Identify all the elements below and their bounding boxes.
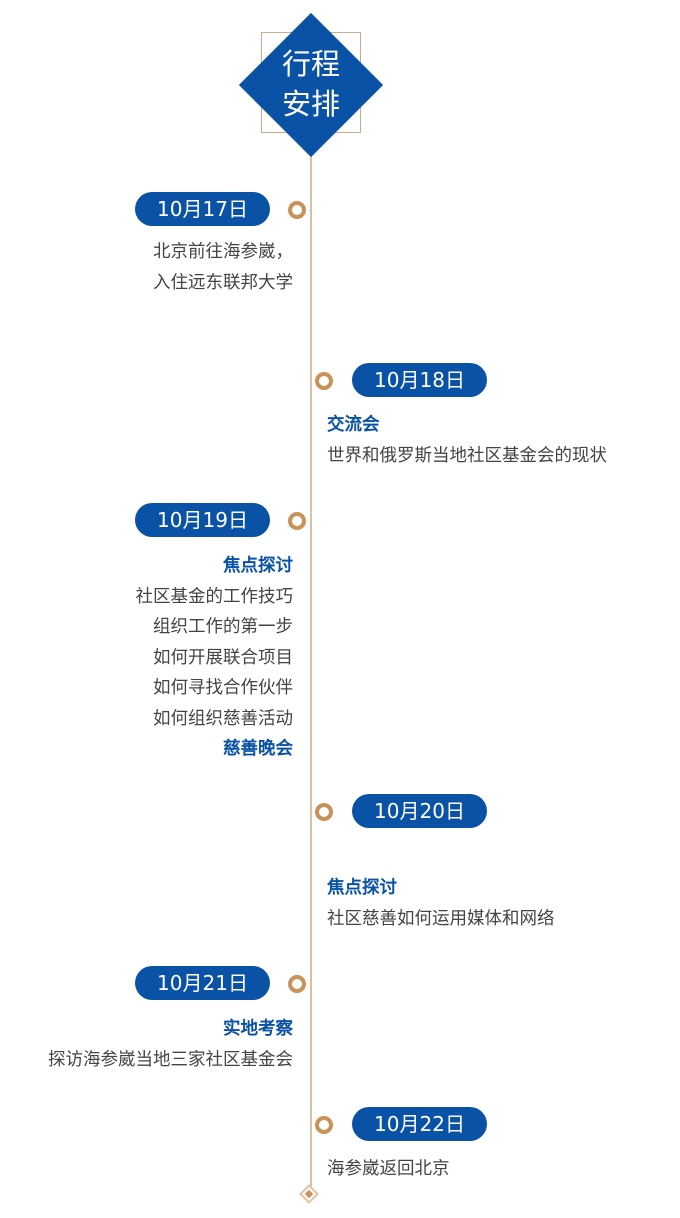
timeline-end-diamond-icon bbox=[299, 1184, 319, 1204]
timeline-dot bbox=[315, 372, 333, 390]
event-text: 海参崴返回北京 bbox=[327, 1159, 450, 1179]
event-heading: 交流会 bbox=[327, 415, 380, 435]
date-pill: 10月20日 bbox=[352, 794, 487, 828]
header-title: 行程 安排 bbox=[281, 47, 340, 121]
timeline-line bbox=[310, 140, 312, 1190]
timeline-dot bbox=[288, 512, 306, 530]
date-pill: 10月22日 bbox=[352, 1107, 487, 1141]
date-pill: 10月17日 bbox=[135, 192, 270, 226]
event-text: 交流会 世界和俄罗斯当地社区基金会的现状 bbox=[327, 410, 607, 471]
date-pill: 10月19日 bbox=[135, 503, 270, 537]
event-text: 焦点探讨 社区基金的工作技巧 组织工作的第一步 如何开展联合项目 如何寻找合作伙… bbox=[136, 551, 294, 765]
event-heading: 实地考察 bbox=[223, 1019, 293, 1039]
event-text: 北京前往海参崴， 入住远东联邦大学 bbox=[153, 242, 293, 293]
timeline-dot bbox=[288, 975, 306, 993]
date-pill: 10月18日 bbox=[352, 363, 487, 397]
date-pill: 10月21日 bbox=[135, 966, 270, 1000]
event-heading: 焦点探讨 bbox=[327, 878, 397, 898]
timeline-dot bbox=[315, 803, 333, 821]
event-text: 实地考察 探访海参崴当地三家社区基金会 bbox=[48, 1014, 293, 1075]
event-text: 焦点探讨 社区慈善如何运用媒体和网络 bbox=[327, 873, 555, 934]
event-heading: 慈善晚会 bbox=[223, 739, 293, 759]
timeline-dot bbox=[315, 1116, 333, 1134]
timeline-dot bbox=[288, 201, 306, 219]
event-heading: 焦点探讨 bbox=[223, 556, 293, 576]
